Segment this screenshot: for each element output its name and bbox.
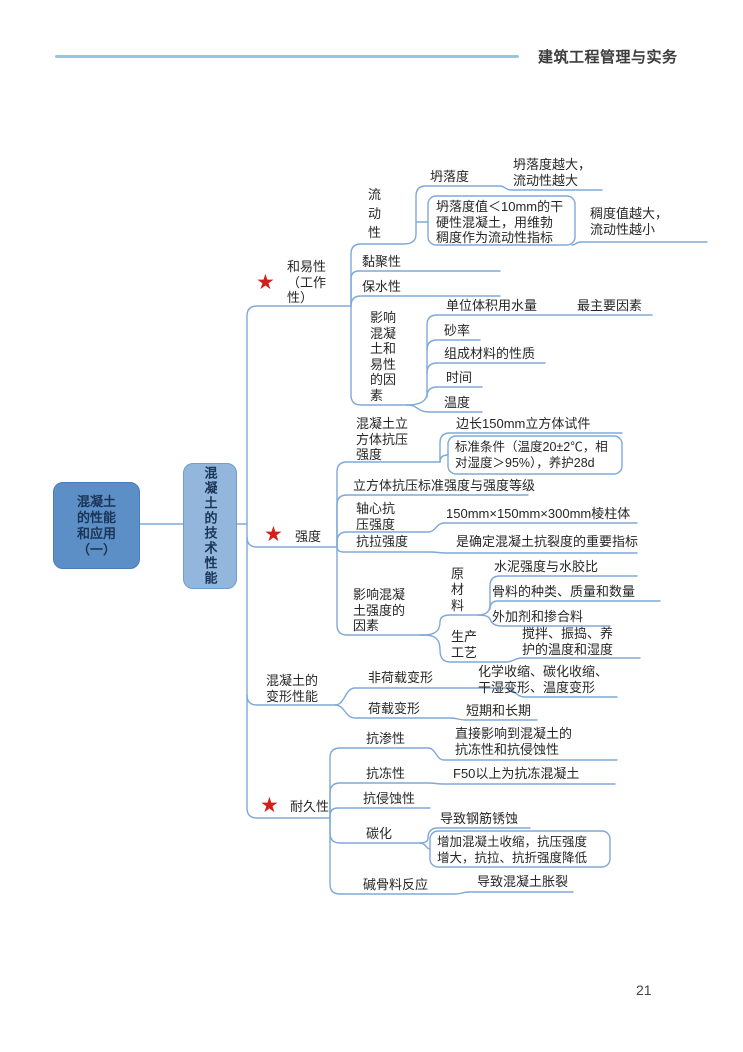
- note-standard-condition: 标准条件（温度20±2℃，相 对湿度＞95%），养护28d: [455, 440, 608, 470]
- topic-workability-factors: 影响 混凝 土和 易性 的因 素: [370, 310, 397, 403]
- note-consistency: 稠度值越大， 流动性越小: [590, 206, 669, 237]
- factor-materials: 组成材料的性质: [444, 346, 536, 361]
- topic-tensile-strength: 抗拉强度: [356, 534, 409, 549]
- star-icon: ★: [264, 523, 283, 546]
- topic-production-process: 生产 工艺: [451, 629, 478, 660]
- header-rule: [55, 55, 519, 58]
- topic-non-load-deformation: 非荷载变形: [368, 670, 434, 685]
- topic-cube-strength: 混凝土立 方体抗压 强度: [356, 416, 409, 462]
- topic-cohesiveness: 黏聚性: [362, 254, 402, 269]
- topic-fluidity: 流 动 性: [368, 187, 382, 240]
- topic-corrosion-resistance: 抗侵蚀性: [363, 791, 416, 806]
- branch-durability: 耐久性: [290, 799, 330, 814]
- topic-load-deformation: 荷载变形: [368, 701, 421, 716]
- branch-workability: 和易性 （工作 性）: [287, 259, 327, 305]
- note-rebar-rust: 导致钢筋锈蚀: [440, 811, 519, 826]
- note-impermeability: 直接影响到混凝土的 抗冻性和抗侵蚀性: [455, 726, 573, 757]
- note-aggregate: 骨料的种类、质量和数量: [492, 584, 636, 599]
- note-mixing-curing: 搅拌、振捣、养 护的温度和湿度: [522, 626, 614, 657]
- note-non-load-types: 化学收缩、碳化收缩、 干湿变形、温度变形: [478, 664, 609, 695]
- topic-water-retention: 保水性: [362, 279, 402, 294]
- topic-carbonation: 碳化: [366, 826, 393, 841]
- topic-axial-strength: 轴心抗 压强度: [356, 501, 396, 532]
- note-main-factor: 最主要因素: [577, 298, 643, 313]
- node-technical-properties-label: 混凝土的技术性能: [202, 466, 218, 586]
- topic-alkali-reaction: 碱骨料反应: [363, 877, 429, 892]
- note-admixture: 外加剂和掺合料: [492, 609, 584, 624]
- node-root-topic: 混凝土 的性能 和应用 （一）: [53, 482, 140, 569]
- note-short-long-term: 短期和长期: [466, 703, 532, 718]
- star-icon: ★: [256, 271, 275, 294]
- node-technical-properties: 混凝土的技术性能: [183, 463, 237, 589]
- note-dry-hard-concrete: 坍落度值＜10mm的干 硬性混凝土，用维勃 稠度作为流动性指标: [436, 199, 564, 245]
- note-carbonation-effect: 增加混凝土收缩，抗压强度 增大，抗拉、抗折强度降低: [437, 835, 588, 865]
- topic-frost-resistance: 抗冻性: [366, 766, 406, 781]
- topic-slump: 坍落度: [430, 169, 470, 184]
- note-frost: F50以上为抗冻混凝土: [453, 766, 580, 781]
- branch-strength: 强度: [295, 529, 322, 544]
- factor-unit-water: 单位体积用水量: [446, 298, 538, 313]
- branch-deformation: 混凝土的 变形性能: [266, 673, 319, 704]
- topic-impermeability: 抗渗性: [366, 731, 406, 746]
- note-slump: 坍落度越大， 流动性越大: [513, 157, 592, 188]
- topic-standard-grade: 立方体抗压标准强度与强度等级: [353, 478, 536, 493]
- factor-temperature: 温度: [444, 395, 471, 410]
- note-cube-specimen: 边长150mm立方体试件: [456, 416, 591, 431]
- header-title: 建筑工程管理与实务: [538, 49, 678, 66]
- note-alkali-cracking: 导致混凝土胀裂: [477, 874, 569, 889]
- factor-sand-ratio: 砂率: [444, 323, 471, 338]
- topic-strength-factors: 影响混凝 土强度的 因素: [353, 587, 406, 633]
- note-cement-ratio: 水泥强度与水胶比: [494, 559, 599, 574]
- page-number: 21: [636, 982, 652, 998]
- note-crack-index: 是确定混凝土抗裂度的重要指标: [456, 534, 639, 549]
- star-icon: ★: [260, 794, 279, 817]
- note-prism-size: 150mm×150mm×300mm棱柱体: [446, 506, 631, 521]
- factor-time: 时间: [446, 370, 473, 385]
- topic-raw-material: 原 材 料: [451, 566, 465, 613]
